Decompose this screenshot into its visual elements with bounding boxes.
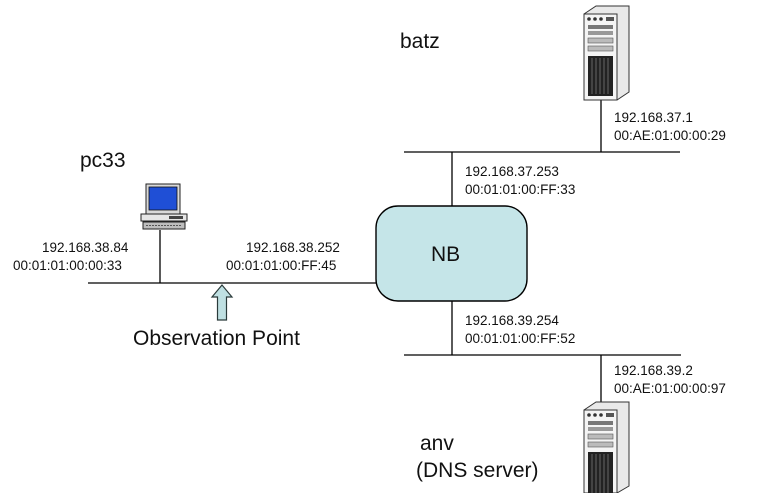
router-nb-label: NB [431,243,461,266]
nb-left-ip: 192.168.38.252 [246,240,340,255]
anv-server-icon [583,401,630,493]
batz-server-icon [583,5,630,101]
host-anv-name: anv [420,432,454,455]
nb-bottom-mac: 00:01:01:00:FF:52 [465,331,576,346]
pc33-mac: 00:01:01:00:00:33 [13,258,122,273]
observation-arrow-icon [210,284,234,321]
anv-mac: 00:AE:01:00:00:97 [614,381,726,396]
host-anv-role: (DNS server) [416,459,539,482]
nb-top-ip: 192.168.37.253 [465,164,559,179]
observation-point-label: Observation Point [133,327,300,350]
nb-left-mac: 00:01:01:00:FF:45 [226,258,337,273]
host-pc33-name: pc33 [80,149,126,172]
pc33-ip: 192.168.38.84 [42,240,129,255]
anv-ip: 192.168.39.2 [614,363,693,378]
nb-top-mac: 00:01:01:00:FF:33 [465,182,576,197]
batz-mac: 00:AE:01:00:00:29 [614,128,726,143]
router-nb-box [375,205,528,302]
nb-bottom-ip: 192.168.39.254 [465,313,559,328]
pc33-computer-icon [140,183,188,230]
host-batz-name: batz [400,30,440,53]
batz-ip: 192.168.37.1 [614,110,693,125]
